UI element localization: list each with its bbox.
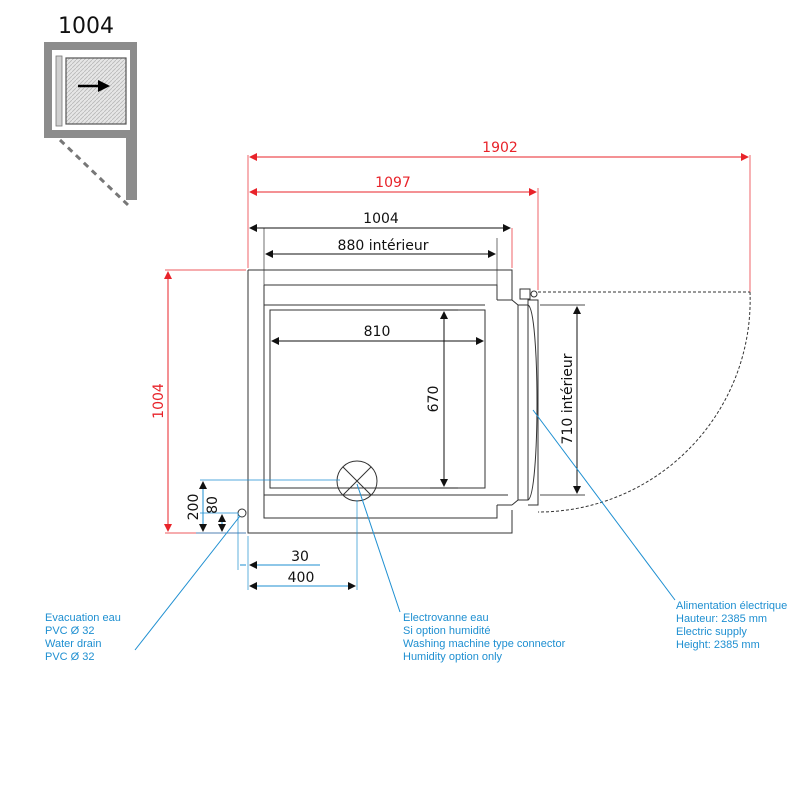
valve-note-line-1: Electrovanne eau xyxy=(403,612,489,624)
dim-400: 400 xyxy=(288,570,315,586)
dim-880-interior: 880 intérieur xyxy=(338,238,429,254)
door-swing-arc xyxy=(537,291,751,513)
shelf-area xyxy=(269,309,486,489)
inner-wall xyxy=(263,285,498,519)
drain-symbol xyxy=(237,508,247,518)
electric-note-line-4: Height: 2385 mm xyxy=(676,639,760,651)
dim-710-interior: 710 intérieur xyxy=(560,353,576,444)
drain-note-line-4: PVC Ø 32 xyxy=(45,651,95,663)
thumbnail-width-label: 1004 xyxy=(58,14,114,39)
leader-lines xyxy=(134,409,676,651)
dimension-lines xyxy=(164,153,749,590)
electric-note-line-2: Hauteur: 2385 mm xyxy=(676,613,767,625)
valve-note-line-3: Washing machine type connector xyxy=(403,638,566,650)
electric-note-line-3: Electric supply xyxy=(676,626,747,638)
drain-note-line-2: PVC Ø 32 xyxy=(45,625,95,637)
valve-note: Electrovanne eau Si option humidité Wash… xyxy=(403,612,566,663)
dim-1004-width: 1004 xyxy=(363,211,399,227)
dim-670: 670 xyxy=(426,386,442,413)
drain-note-line-3: Water drain xyxy=(45,638,101,650)
dim-1097: 1097 xyxy=(375,175,411,191)
valve-note-line-4: Humidity option only xyxy=(403,651,503,663)
valve-note-line-2: Si option humidité xyxy=(403,625,490,637)
drain-note: Evacuation eau PVC Ø 32 Water drain PVC … xyxy=(45,612,121,663)
electric-note: Alimentation électrique Hauteur: 2385 mm… xyxy=(676,600,787,651)
dim-200: 200 xyxy=(186,494,202,521)
dim-1004-depth: 1004 xyxy=(151,383,167,419)
dim-1902: 1902 xyxy=(482,140,518,156)
thumbnail-icon: 1004 1097 xyxy=(44,14,137,207)
drain-note-line-1: Evacuation eau xyxy=(45,612,121,624)
dim-810: 810 xyxy=(364,324,391,340)
dim-80: 80 xyxy=(205,496,221,514)
enclosure-plan xyxy=(165,155,751,590)
outer-wall xyxy=(247,270,513,534)
electric-note-line-1: Alimentation électrique xyxy=(676,600,787,612)
dim-30: 30 xyxy=(291,549,309,565)
